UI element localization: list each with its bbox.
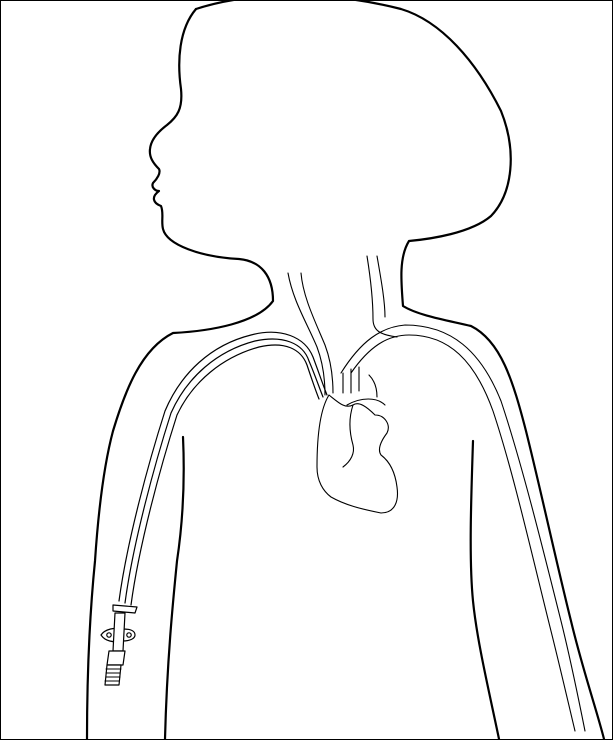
right-torso-outline: [165, 437, 184, 739]
hub-body: [113, 613, 125, 651]
head-back-and-left-side-outline: [196, 1, 604, 739]
left-torso-outline: [471, 441, 499, 739]
picc-catheter: [119, 332, 327, 605]
heart-outline: [317, 395, 397, 513]
wing-hole-right: [127, 633, 131, 637]
luer-connector: [105, 665, 121, 685]
heart: [317, 395, 397, 513]
wing-hole-left: [107, 633, 111, 637]
aortic-arch: [347, 399, 385, 405]
neck-vessels: [288, 256, 397, 397]
hub-collar: [107, 651, 125, 665]
child-silhouette: [87, 1, 604, 739]
heart-inner-line: [343, 405, 354, 467]
insertion-flare: [113, 605, 137, 613]
catheter-hub: [101, 605, 137, 685]
